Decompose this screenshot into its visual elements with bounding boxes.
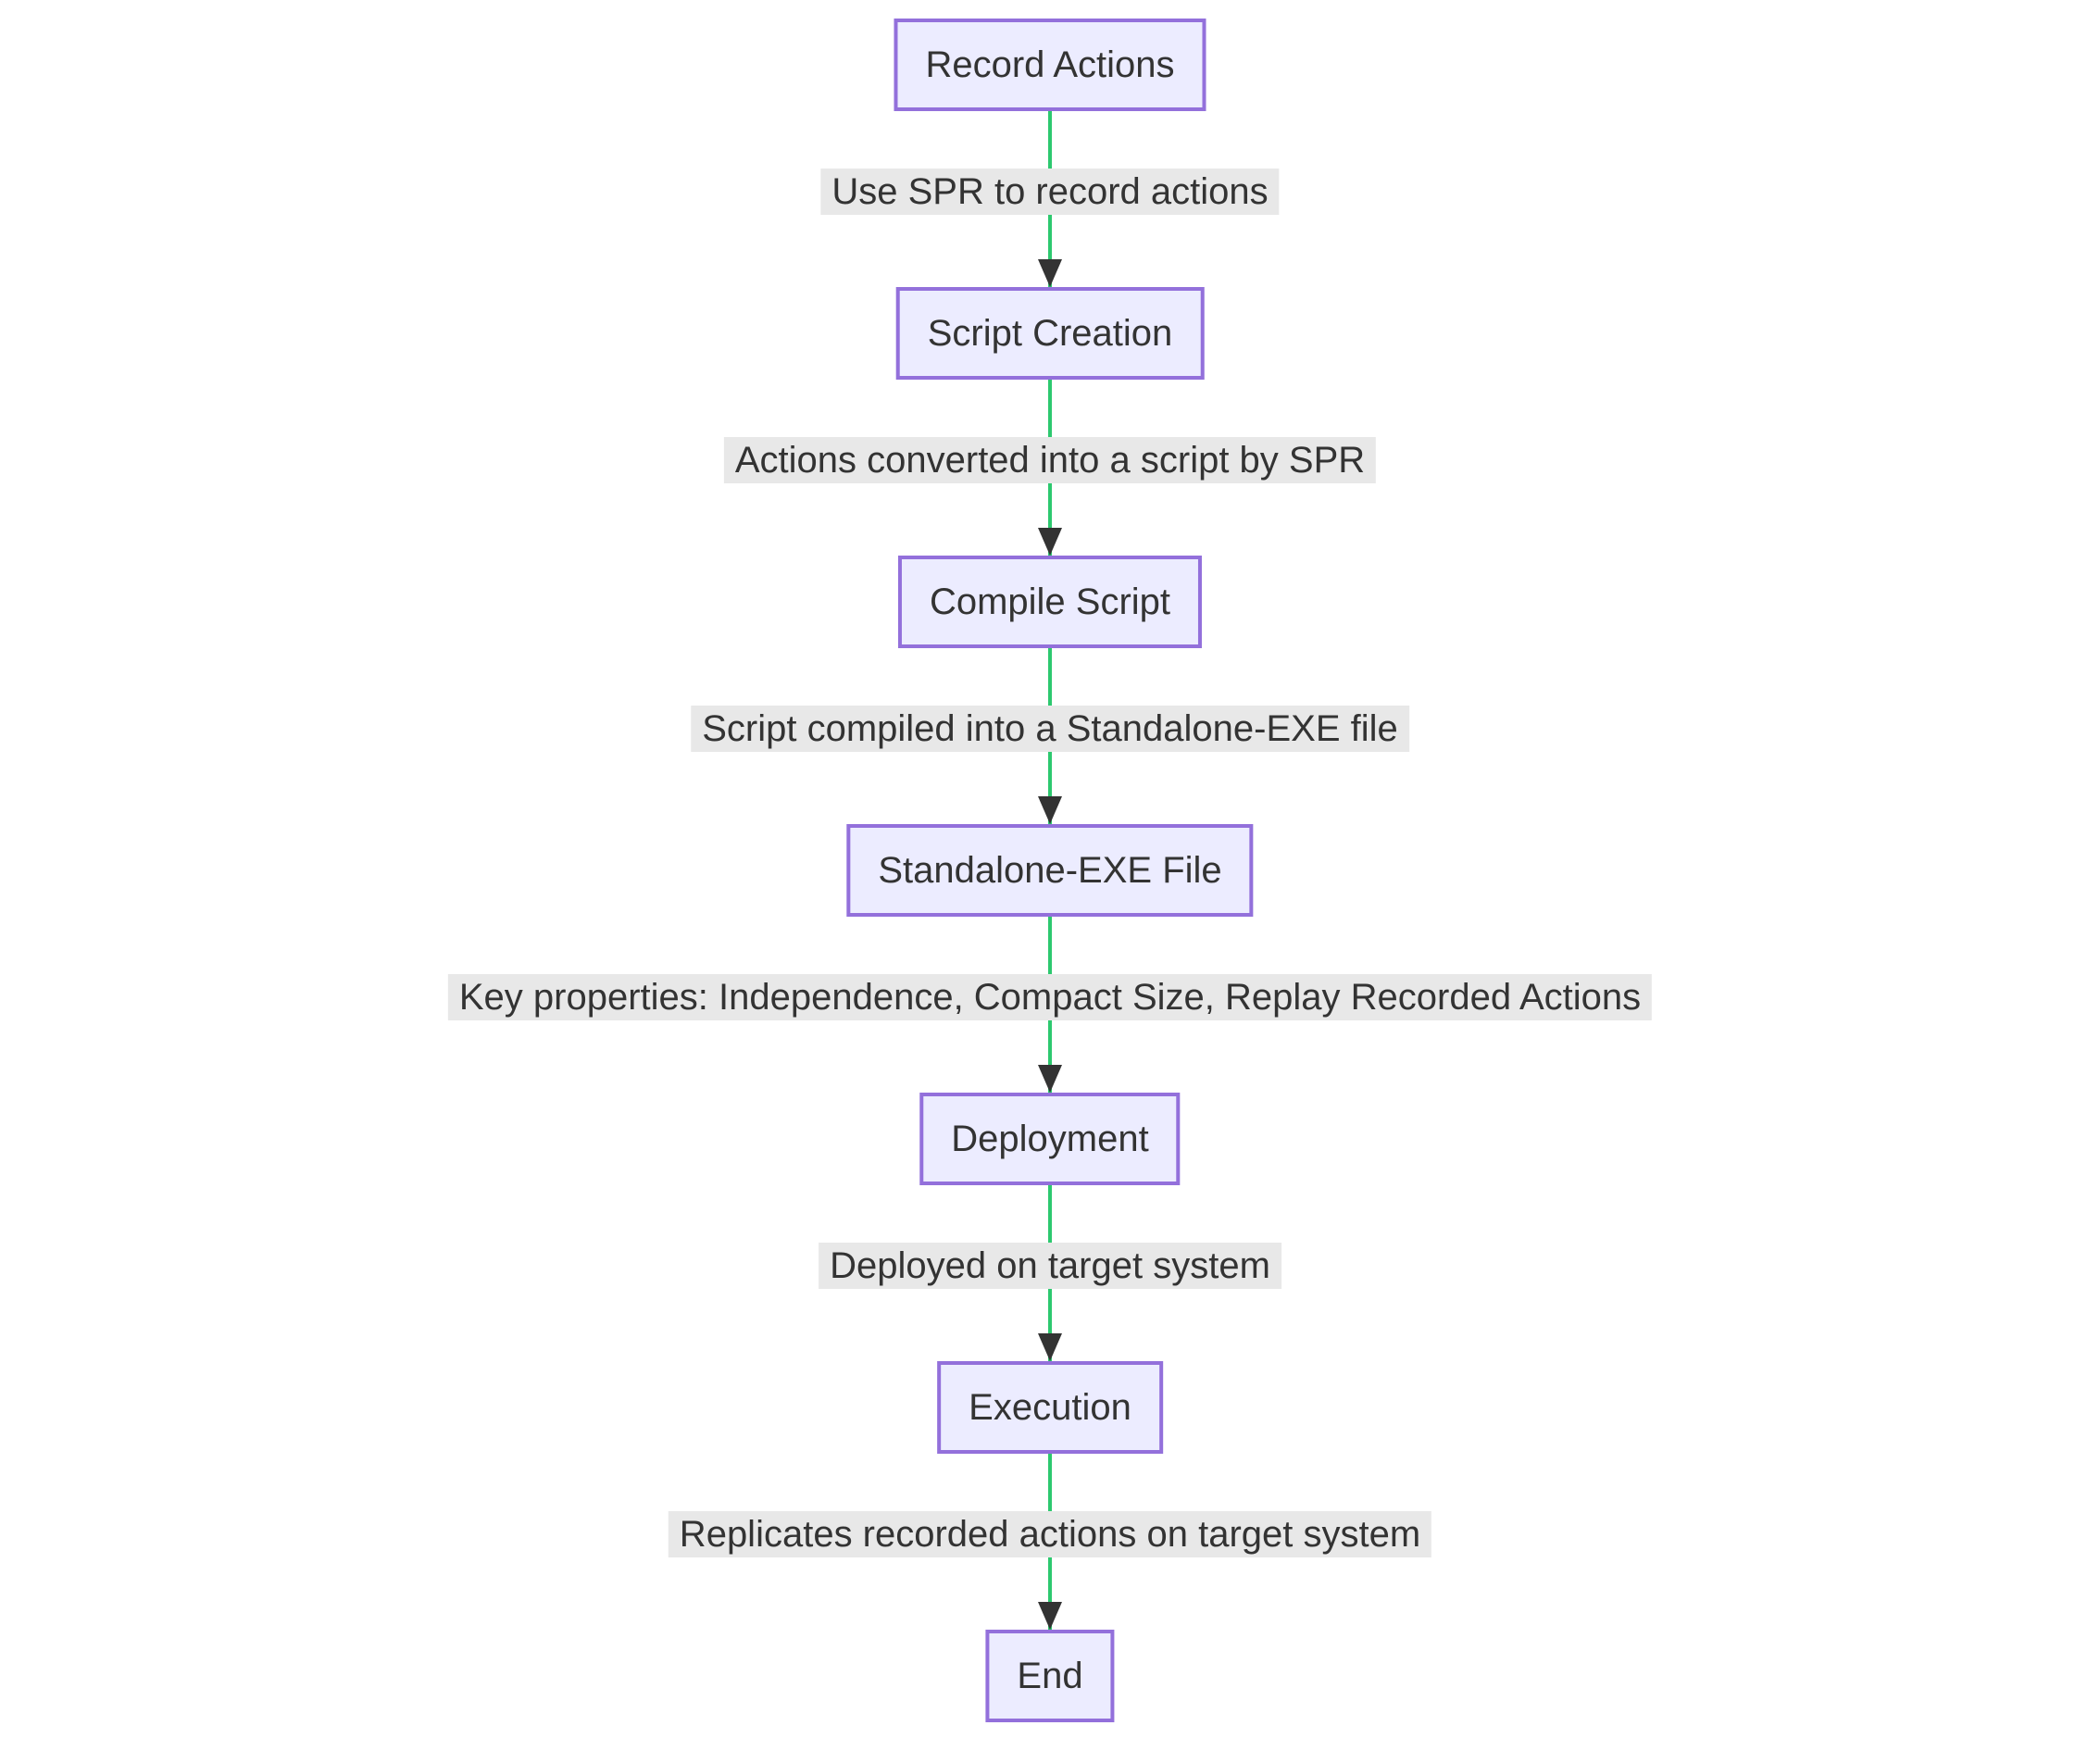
arrowhead-icon xyxy=(1038,1065,1062,1093)
node-deployment: Deployment xyxy=(919,1093,1181,1185)
edge-label-actions-converted: Actions converted into a script by SPR xyxy=(723,437,1377,483)
node-compile-script: Compile Script xyxy=(897,556,1203,648)
arrowhead-icon xyxy=(1038,259,1062,287)
node-standalone-exe-file: Standalone-EXE File xyxy=(846,824,1254,917)
arrowhead-icon xyxy=(1038,1602,1062,1630)
edge-label-replicates: Replicates recorded actions on target sy… xyxy=(668,1511,1432,1557)
node-execution: Execution xyxy=(937,1361,1163,1454)
edge-label-script-compiled: Script compiled into a Standalone-EXE fi… xyxy=(691,706,1409,752)
arrowhead-icon xyxy=(1038,528,1062,556)
edge-label-deployed: Deployed on target system xyxy=(819,1243,1281,1289)
node-record-actions: Record Actions xyxy=(894,19,1206,111)
edge-label-use-spr: Use SPR to record actions xyxy=(820,169,1280,215)
arrowhead-icon xyxy=(1038,796,1062,824)
node-script-creation: Script Creation xyxy=(895,287,1205,380)
arrowhead-icon xyxy=(1038,1333,1062,1361)
edge-label-key-properties: Key properties: Independence, Compact Si… xyxy=(447,974,1653,1020)
node-end: End xyxy=(985,1630,1115,1722)
